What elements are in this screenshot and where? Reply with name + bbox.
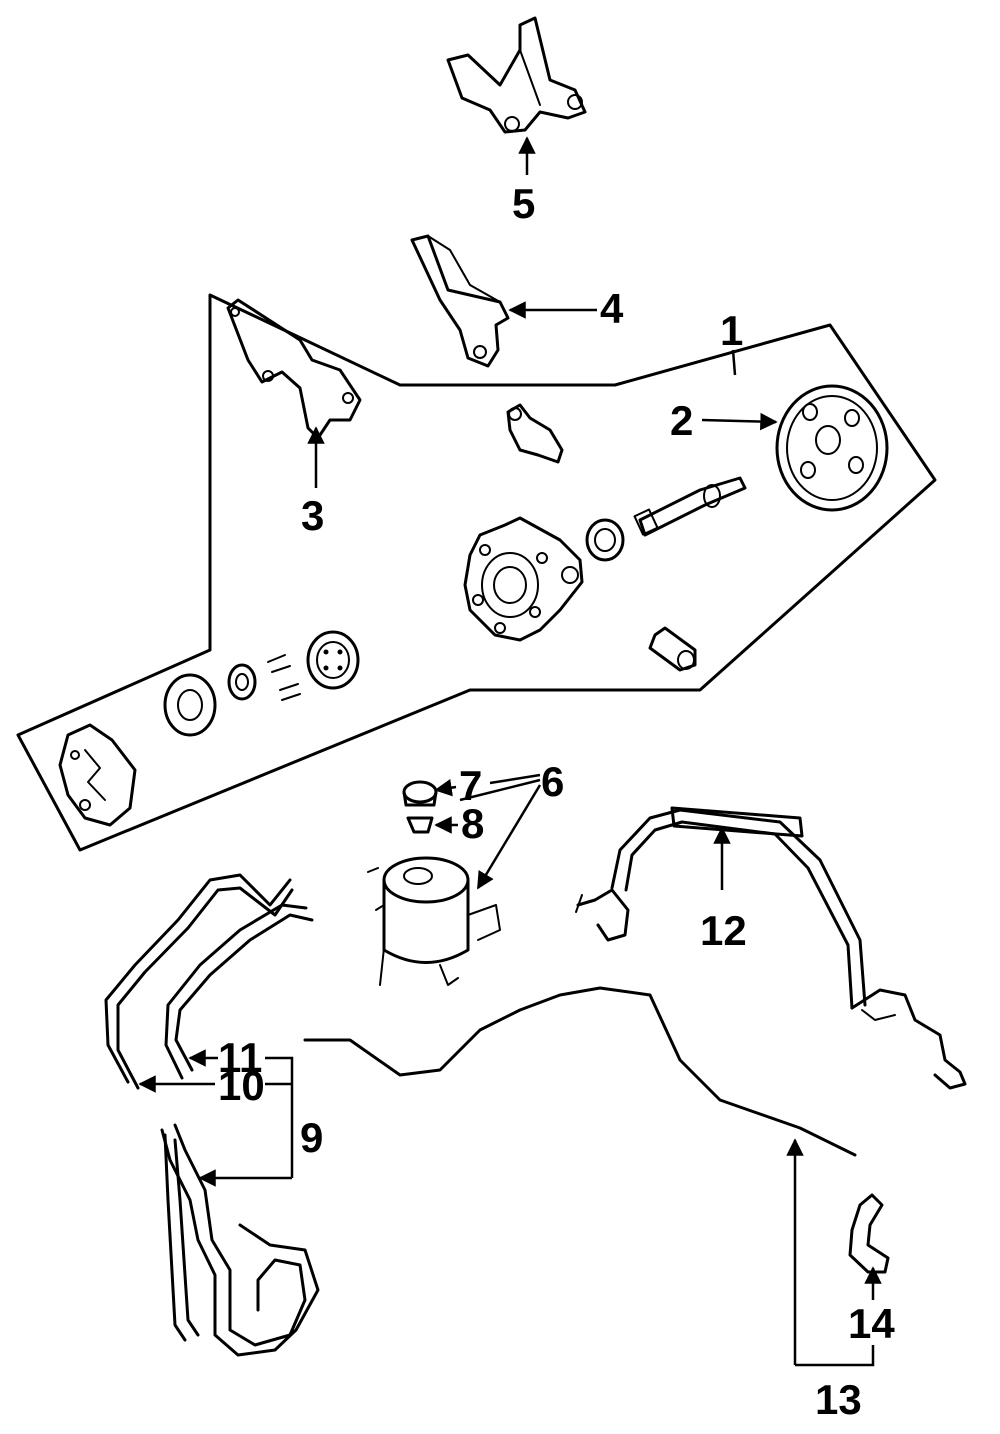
callout-labels: 1 2 3 4 5 6 7 8 9 10 11 12 13 14 [218, 180, 895, 1423]
pump-shaft [633, 476, 747, 537]
callout-5: 5 [512, 180, 535, 227]
callout-12: 12 [700, 907, 747, 954]
reservoir-cap-part-7 [402, 780, 438, 807]
callout-8: 8 [461, 800, 484, 847]
pump-cam-ring [163, 673, 217, 737]
callout-7: 7 [459, 762, 482, 809]
return-line-part-13 [303, 986, 857, 1157]
mounting-bracket-part-3 [226, 298, 362, 440]
pump-union-fitting [648, 626, 697, 672]
cooler-tube-part-9 [160, 1123, 320, 1357]
pump-rotor [227, 663, 257, 701]
pump-pins [267, 654, 301, 701]
pressure-hose-part-12 [575, 806, 967, 1090]
pump-pulley-part-2 [775, 384, 889, 512]
callout-11: 11 [218, 1034, 262, 1081]
power-steering-reservoir-part-6 [367, 856, 501, 986]
callout-2: 2 [670, 397, 693, 444]
pump-seal [585, 518, 625, 562]
bracket-part-4 [410, 234, 510, 368]
hose-part-10 [104, 873, 294, 1090]
callout-13: 13 [815, 1376, 862, 1423]
small-hose-part-14 [848, 1193, 890, 1274]
callout-4: 4 [600, 285, 624, 332]
upper-bracket-part-5 [446, 16, 587, 134]
callout-10: 10 [218, 1062, 265, 1109]
callout-9: 9 [300, 1114, 323, 1161]
pump-fitting [506, 403, 564, 464]
pump-rear-pulley [306, 630, 360, 690]
pump-end-plate [58, 723, 137, 827]
leader-lines [138, 136, 882, 1367]
pump-housing [463, 516, 584, 642]
callout-1: 1 [720, 307, 743, 354]
pump-assembly-outline-part-1 [16, 293, 937, 852]
callout-14: 14 [848, 1300, 895, 1347]
reservoir-filter-part-8 [406, 816, 434, 834]
callout-3: 3 [301, 492, 324, 539]
callout-6: 6 [541, 758, 564, 805]
